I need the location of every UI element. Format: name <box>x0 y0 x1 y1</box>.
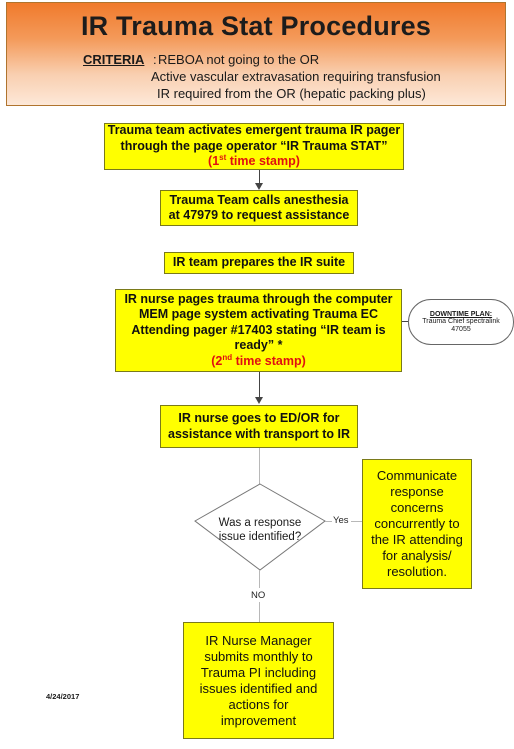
downtime-text: Trauma Chief spectralink <box>422 317 500 325</box>
box-text: at 47979 to request assistance <box>168 208 350 222</box>
time-stamp-2: (2nd time stamp) <box>211 352 306 368</box>
nurse-manager-box: IR Nurse Manager submits monthly to Trau… <box>183 622 334 739</box>
connector <box>259 170 260 183</box>
call-anesthesia-box: Trauma Team calls anesthesia at 47979 to… <box>160 190 358 226</box>
decision-text: Was a response <box>218 517 302 529</box>
box-text: ready” * <box>234 338 283 353</box>
box-text: actions for <box>228 696 289 712</box>
yes-connector <box>351 521 362 522</box>
box-text: Trauma team activates emergent trauma IR… <box>107 123 401 138</box>
criteria-item: REBOA not going to the OR <box>158 52 320 67</box>
box-text: concerns <box>390 500 444 515</box>
box-text: assistance with transport to IR <box>168 426 350 441</box>
yes-connector <box>325 521 332 522</box>
criteria-item: IR required from the OR (hepatic packing… <box>157 86 426 101</box>
box-text: IR Nurse Manager <box>205 632 312 648</box>
connector <box>259 448 260 484</box>
box-text: IR team prepares the IR suite <box>172 255 346 270</box>
box-text: submits monthly to <box>204 648 313 664</box>
box-text: MEM page system activating Trauma EC <box>139 307 378 322</box>
box-text: issues identified and <box>199 680 318 696</box>
box-text: the IR attending <box>371 532 463 547</box>
activate-pager-box: Trauma team activates emergent trauma IR… <box>104 123 404 170</box>
communicate-concerns-box: Communicate response concerns concurrent… <box>362 459 472 589</box>
nurse-pages-trauma-box: IR nurse pages trauma through the comput… <box>115 289 402 372</box>
downtime-connector <box>402 321 408 322</box>
time-stamp-1: (1st time stamp) <box>208 153 300 169</box>
box-text: Trauma Team calls anesthesia <box>169 192 349 207</box>
box-text: Trauma PI including <box>200 664 317 680</box>
arrow-head <box>255 183 263 190</box>
box-text: concurrently to <box>374 516 460 531</box>
criteria-colon: : <box>153 52 157 67</box>
box-text: Attending pager #17403 stating “IR team … <box>131 322 386 337</box>
header-banner: IR Trauma Stat Procedures CRITERIA : REB… <box>6 2 506 106</box>
box-text: IR nurse goes to ED/OR for <box>178 411 340 425</box>
box-text: through the page operator “IR Trauma STA… <box>120 138 388 153</box>
box-text: resolution. <box>387 564 447 579</box>
decision-text: issue identified? <box>218 531 302 543</box>
prepare-suite-box: IR team prepares the IR suite <box>164 252 354 274</box>
downtime-title: DOWNTIME PLAN: <box>429 310 493 318</box>
downtime-plan-callout: DOWNTIME PLAN: Trauma Chief spectralink … <box>408 299 514 345</box>
box-text: improvement <box>220 712 297 728</box>
box-text: for analysis/ <box>382 548 452 563</box>
box-text: response <box>390 484 444 499</box>
page-title: IR Trauma Stat Procedures <box>80 11 432 41</box>
no-connector <box>259 570 260 588</box>
connector <box>259 372 260 397</box>
box-text: Communicate <box>376 468 458 483</box>
downtime-text: 47055 <box>451 325 471 333</box>
yes-label: Yes <box>333 515 349 526</box>
no-connector <box>259 602 260 622</box>
document-date: 4/24/2017 <box>46 692 80 701</box>
transport-box: IR nurse goes to ED/OR for assistance wi… <box>160 405 358 448</box>
decision-question: Was a response issue identified? <box>200 512 320 548</box>
criteria-item: Active vascular extravasation requiring … <box>151 69 441 84</box>
box-text: IR nurse pages trauma through the comput… <box>124 291 393 306</box>
no-label: NO <box>251 590 266 601</box>
arrow-head <box>255 397 263 404</box>
criteria-label: CRITERIA <box>83 52 145 67</box>
